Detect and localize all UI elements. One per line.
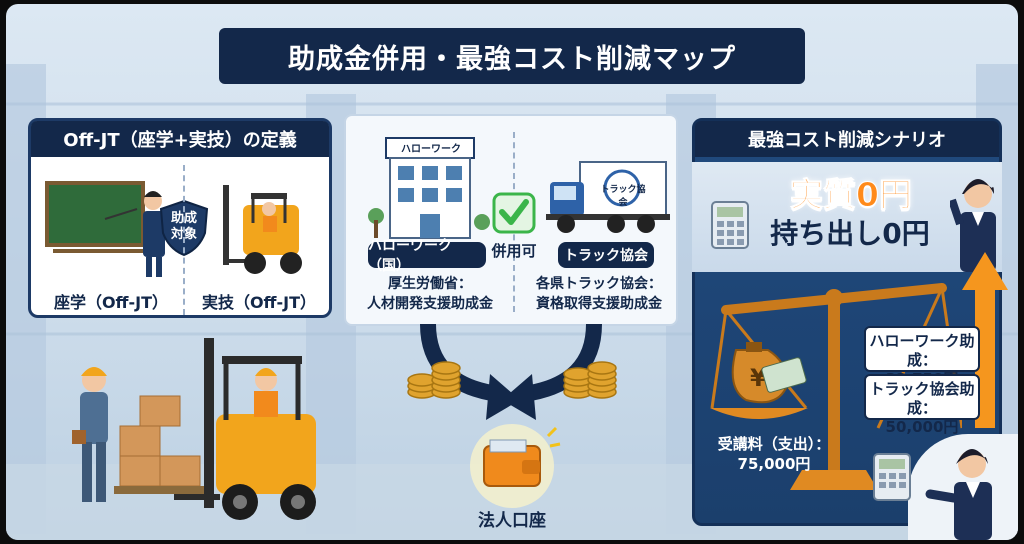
hellowork-desc-line-2: 人材開発支援助成金 xyxy=(367,296,493,312)
calculator-icon xyxy=(711,201,749,249)
course-fee-expense: 受講料（支出）： 75,000円 xyxy=(706,434,842,474)
panel-divider xyxy=(183,165,185,315)
combined-use-label: 併用可 xyxy=(491,242,537,260)
forklift-worker-illustration xyxy=(72,338,316,520)
course-fee-amount: 75,000円 xyxy=(737,455,811,473)
subsidy-sources-panel: ハローワーク トラック協会 併用可 ハローワーク（国） トラック協会 厚生労働省… xyxy=(344,114,678,326)
truck-desc-line-1: 各県トラック協会： xyxy=(536,276,662,292)
label-classroom: 座学（Off-JT） xyxy=(53,293,169,312)
hellowork-subsidy-description: 厚生労働省： 人材開発支援助成金 xyxy=(348,274,512,314)
truck-desc-line-2: 資格取得支援助成金 xyxy=(536,296,662,312)
headline-zero-outlay-text: 持ち出し0円 xyxy=(770,217,930,250)
classroom-illustration xyxy=(45,181,165,277)
page-title: 助成金併用・最強コスト削減マップ xyxy=(219,28,805,84)
hellowork-building-sign: ハローワーク xyxy=(401,144,461,155)
upward-arrow xyxy=(962,252,1008,428)
infographic-canvas: 助成金併用・最強コスト削減マップ Off-JT（座学+実技）の定義 助成 対象 xyxy=(6,4,1018,540)
coins-icon xyxy=(563,361,617,399)
offjt-panel-heading: Off-JT（座学+実技）の定義 xyxy=(31,121,329,157)
businesswoman-illustration xyxy=(925,449,992,540)
course-fee-label: 受講料（支出）： xyxy=(717,435,831,453)
scenario-panel-heading: 最強コスト削減シナリオ xyxy=(695,121,999,157)
balance-scale-illustration: ¥ xyxy=(710,283,962,490)
headline-zero-outlay: 持ち出し0円 xyxy=(760,212,940,252)
forklift-practice-illustration xyxy=(223,185,302,274)
truck-subsidy-bubble: トラック協会助成： 50,000円 xyxy=(864,374,980,436)
coins-icon xyxy=(407,361,461,399)
offjt-definition-panel: Off-JT（座学+実技）の定義 助成 対象 xyxy=(28,118,332,318)
wallet-icon xyxy=(470,424,561,508)
badge-hellowork: ハローワーク（国） xyxy=(368,238,486,274)
badge-truck-association: トラック協会 xyxy=(558,242,654,268)
hellowork-subsidy-bubble: ハローワーク助成： 33,750円 xyxy=(864,326,980,388)
label-practice: 実技（Off-JT） xyxy=(201,293,317,312)
hellowork-desc-line-1: 厚生労働省： xyxy=(388,276,472,292)
corporate-account-label: 法人口座 xyxy=(478,511,546,531)
headline-zero-cost: 実質0円 xyxy=(790,175,913,215)
truck-subsidy-description: 各県トラック協会： 資格取得支援助成金 xyxy=(518,274,680,314)
truck-subsidy-label: トラック協会助成： xyxy=(869,380,975,417)
hellowork-subsidy-label: ハローワーク助成： xyxy=(869,332,975,369)
truck-illustration xyxy=(546,161,670,233)
calculator-icon xyxy=(873,453,911,501)
truck-sign: トラック協会 xyxy=(600,185,646,208)
hellowork-building-illustration xyxy=(368,137,490,239)
truck-subsidy-amount: 50,000円 xyxy=(885,418,959,436)
check-icon xyxy=(492,192,536,234)
